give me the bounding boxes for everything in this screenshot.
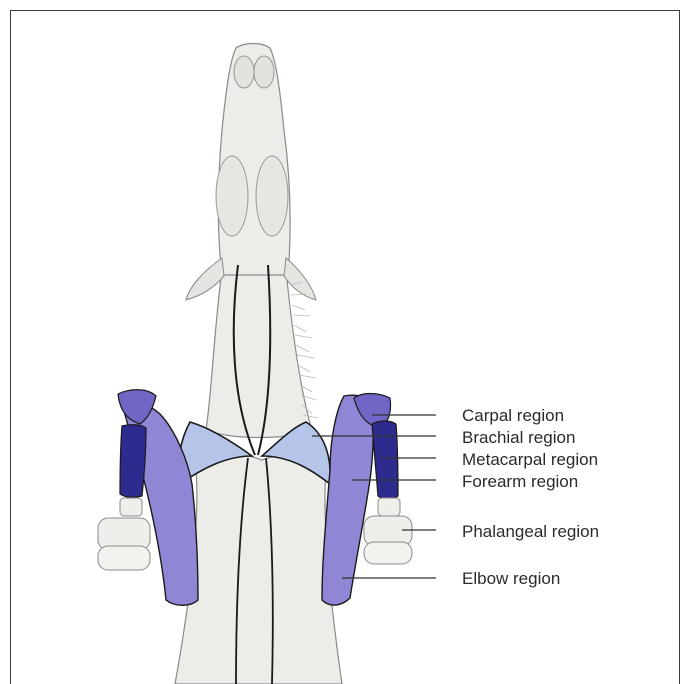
label-phalangeal-region: Phalangeal region	[462, 522, 599, 541]
forearm-region-right	[322, 395, 373, 605]
trunk	[175, 454, 342, 684]
phalangeal-region-left	[98, 498, 150, 570]
neck	[206, 270, 312, 438]
phalangeal-region-right	[364, 498, 412, 564]
metacarpal-region-right	[372, 421, 398, 499]
label-brachial-region: Brachial region	[462, 428, 575, 447]
nostril-left	[234, 56, 254, 88]
eye-left	[216, 156, 248, 236]
horse-silhouette	[175, 44, 342, 684]
ear-left	[186, 258, 224, 300]
label-elbow-region: Elbow region	[462, 569, 560, 588]
label-carpal-region: Carpal region	[462, 406, 564, 425]
nostril-right	[254, 56, 274, 88]
label-forearm-region: Forearm region	[462, 472, 578, 491]
eye-right	[256, 156, 288, 236]
metacarpal-region-left	[120, 425, 146, 498]
label-metacarpal-region: Metacarpal region	[462, 450, 598, 469]
